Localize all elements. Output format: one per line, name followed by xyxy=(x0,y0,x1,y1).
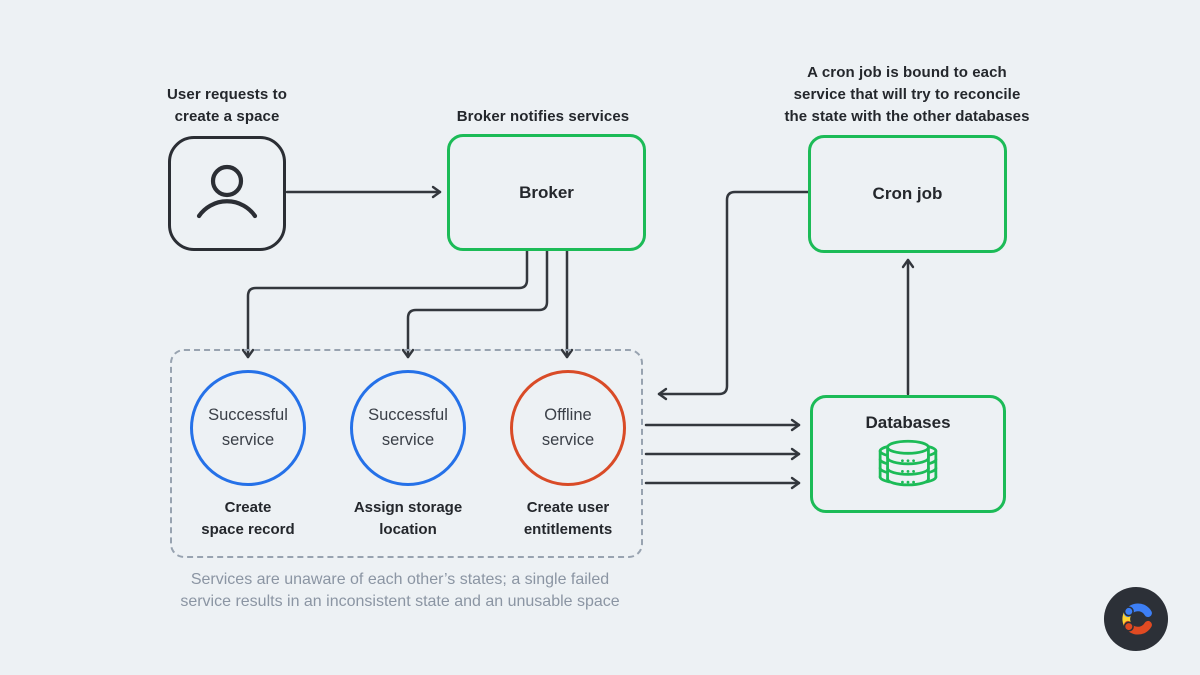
cron-job-node: Cron job xyxy=(808,135,1007,253)
database-stack-icon xyxy=(868,438,948,495)
contentful-logo xyxy=(1103,586,1169,652)
service-circle-1: Successful service xyxy=(190,370,306,486)
broker-label: Broker xyxy=(519,182,574,202)
service-2-task: Assign storage location xyxy=(353,499,463,538)
service-1-task: Create space record xyxy=(201,499,295,538)
service-3-label: Offline service xyxy=(541,406,595,449)
arrow-cron-to-services xyxy=(657,190,810,401)
service-2-label: Successful service xyxy=(368,406,448,449)
arrow-broker-to-service-1 xyxy=(241,249,529,359)
broker-annotation: Broker notifies services xyxy=(456,108,630,125)
services-caption: Services are unaware of each other’s sta… xyxy=(180,571,620,610)
databases-node: Databases xyxy=(810,395,1006,513)
user-annotation: User requests to create a space xyxy=(167,86,287,125)
cron-annotation: A cron job is bound to each service that… xyxy=(784,64,1030,125)
arrow-broker-to-service-2 xyxy=(401,249,549,359)
service-circle-2: Successful service xyxy=(350,370,466,486)
person-icon xyxy=(194,157,260,230)
service-circle-3: Offline service xyxy=(510,370,626,486)
service-3-task: Create user entitlements xyxy=(523,499,613,538)
services-group-box xyxy=(170,349,643,558)
user-node xyxy=(168,136,286,251)
databases-label: Databases xyxy=(865,413,951,432)
service-1-label: Successful service xyxy=(208,406,288,449)
cron-job-label: Cron job xyxy=(872,184,943,203)
broker-node: Broker xyxy=(447,134,646,251)
